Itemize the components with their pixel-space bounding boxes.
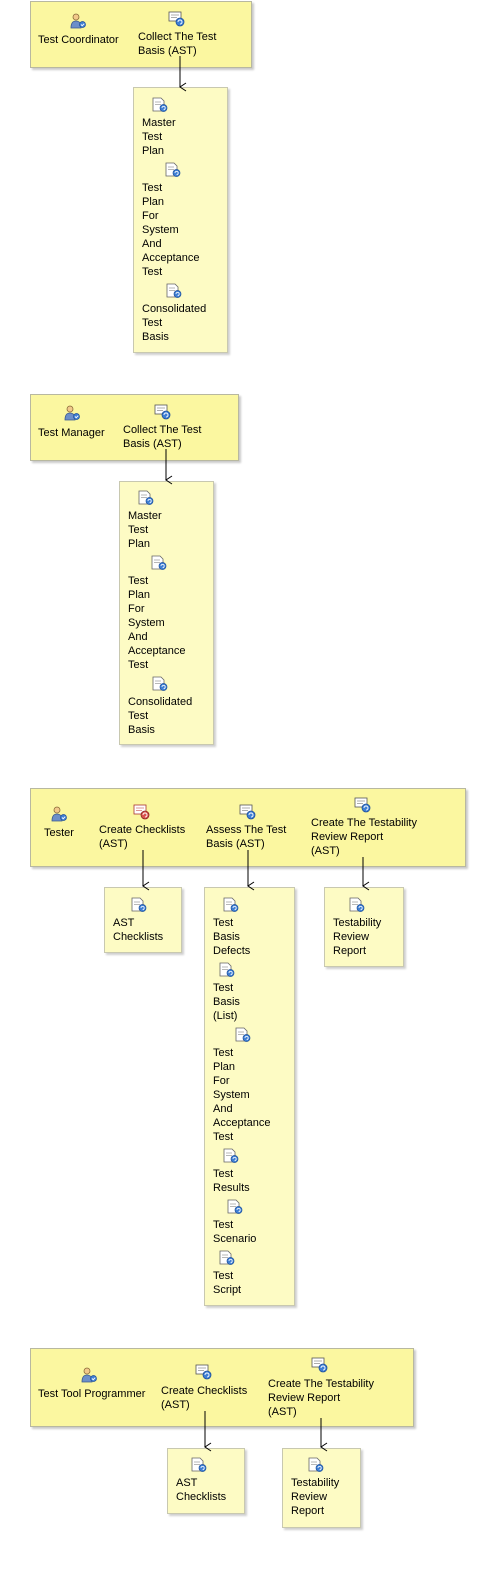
role-name: Test Tool Programmer: [38, 1388, 146, 1400]
role-icon: [63, 405, 81, 421]
role-lane-test-manager: [30, 394, 239, 461]
task-icon: [239, 804, 257, 820]
artifact-icon: [130, 897, 148, 913]
task-create-checklists[interactable]: Create Checklists (AST): [99, 824, 186, 850]
task-icon: [168, 11, 186, 27]
task-collect-test-basis[interactable]: Collect The Test Basis (AST): [138, 31, 217, 57]
role-lane-test-coordinator: [30, 1, 252, 68]
artifact-icon: [226, 1199, 244, 1215]
artifact-icon: [348, 897, 366, 913]
task-collect-test-basis[interactable]: Collect The Test Basis (AST): [123, 424, 202, 450]
output-box: [204, 887, 295, 1306]
output-box: [324, 887, 404, 967]
artifact-icon: [164, 162, 182, 178]
role-name: Test Manager: [38, 427, 105, 439]
task-assess-test-basis[interactable]: Assess The Test Basis (AST): [206, 824, 287, 850]
artifact-icon: [165, 283, 183, 299]
artifact-icon: [234, 1027, 252, 1043]
role-name: Test Coordinator: [38, 34, 119, 46]
task-checklist-icon: [133, 804, 151, 820]
task-icon: [154, 404, 172, 420]
artifact-icon: [151, 97, 169, 113]
artifact-icon: [307, 1457, 325, 1473]
task-create-testability-review-report[interactable]: Create The Testability Review Report (AS…: [311, 817, 417, 857]
artifact-icon: [218, 1250, 236, 1266]
artifact-icon: [222, 897, 240, 913]
output-box: [282, 1448, 361, 1528]
output-box: [133, 87, 228, 353]
artifact-icon: [222, 1148, 240, 1164]
task-create-checklists[interactable]: Create Checklists (AST): [161, 1385, 248, 1411]
output-box: [119, 481, 214, 745]
role-icon: [69, 13, 87, 29]
output-box: [104, 887, 182, 953]
artifact-icon: [190, 1457, 208, 1473]
task-create-testability-review-report[interactable]: Create The Testability Review Report (AS…: [268, 1378, 374, 1418]
role-icon: [80, 1367, 98, 1383]
task-icon: [311, 1357, 329, 1373]
artifact-icon: [137, 490, 155, 506]
artifact-icon: [150, 555, 168, 571]
task-icon: [195, 1364, 213, 1380]
role-name: Tester: [44, 827, 74, 839]
role-icon: [50, 806, 68, 822]
task-icon: [354, 797, 372, 813]
role-lane-test-tool-programmer: [30, 1348, 414, 1427]
artifact-icon: [151, 676, 169, 692]
artifact-icon: [218, 962, 236, 978]
